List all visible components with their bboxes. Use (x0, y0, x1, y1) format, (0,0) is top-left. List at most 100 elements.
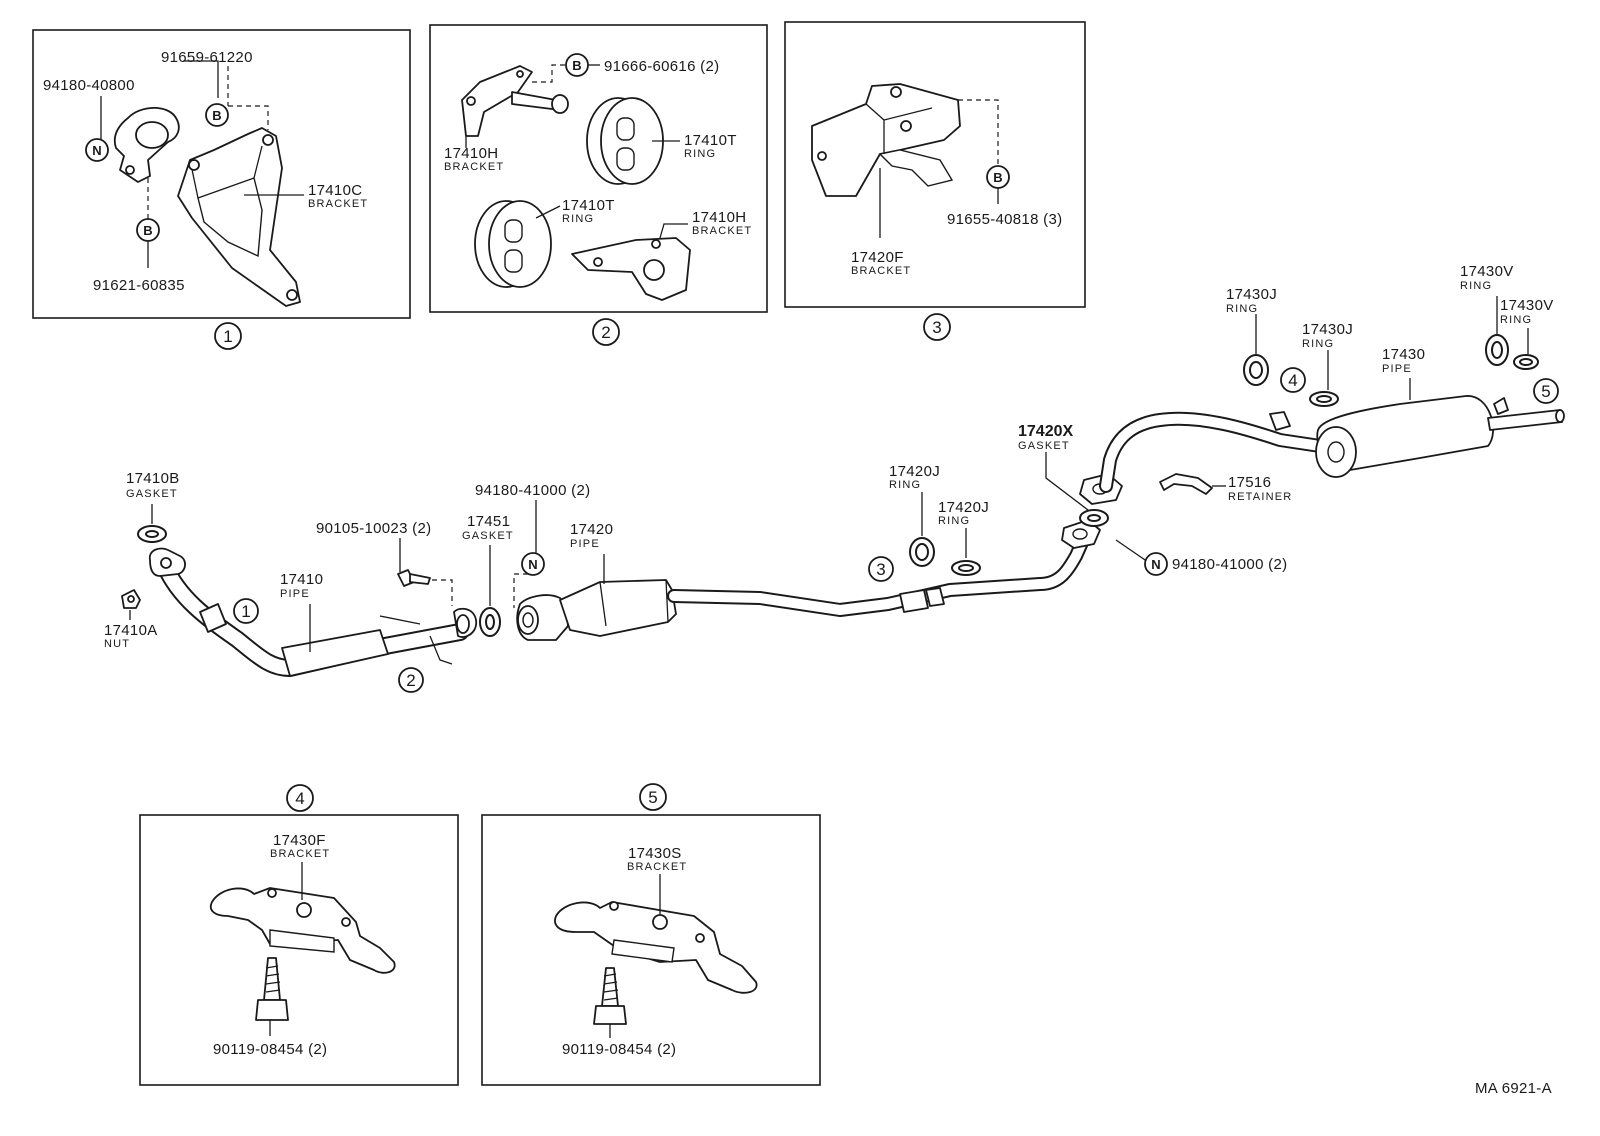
retainer-17516-artwork (1159, 473, 1213, 495)
name-17410B: GASKET (126, 488, 178, 500)
pipe-17420-artwork (516, 519, 1101, 641)
svg-text:N: N (92, 143, 101, 158)
name-17451: GASKET (462, 530, 514, 542)
box2-bracket-lower-artwork (571, 237, 691, 301)
ring-17430V-a-artwork (1485, 334, 1509, 366)
label-94180-40800: 94180-40800 (43, 77, 135, 94)
svg-text:1: 1 (223, 327, 232, 346)
label-17420F: 17420F (851, 249, 904, 266)
box4-bracket-17430F-artwork (209, 887, 396, 974)
name-17430: PIPE (1382, 363, 1412, 375)
gasket-17410B-artwork (137, 525, 167, 543)
detail-box-4 (139, 814, 459, 1086)
ring-17430J-a-artwork (1243, 354, 1269, 386)
name-17410H-b: BRACKET (692, 225, 752, 237)
group-marker-5-bottom: 5 (639, 783, 667, 811)
svg-text:2: 2 (406, 671, 415, 690)
label-17516: 17516 (1228, 474, 1271, 491)
label-17410H-a: 17410H (444, 145, 498, 162)
leader-91655-40818 (958, 99, 999, 166)
name-17430V-b: RING (1500, 314, 1532, 326)
name-17430F: BRACKET (270, 848, 330, 860)
label-90105-10023: 90105-10023 (2) (316, 520, 431, 537)
group-marker-5-main: 5 (1533, 378, 1559, 404)
leader-17420X (1045, 452, 1089, 511)
label-91666-60616: 91666-60616 (2) (604, 58, 719, 75)
label-17410A: 17410A (104, 622, 158, 639)
label-17430V-a: 17430V (1460, 263, 1514, 280)
svg-text:5: 5 (648, 788, 657, 807)
label-17430S: 17430S (628, 845, 682, 862)
name-17430J-a: RING (1226, 303, 1258, 315)
gasket-17420X-artwork (1079, 509, 1109, 527)
gasket-17451-artwork (479, 607, 501, 637)
label-17430: 17430 (1382, 346, 1425, 363)
name-17430V-a: RING (1460, 280, 1492, 292)
name-17410T-b: RING (562, 213, 594, 225)
badge-B-box2: B (565, 53, 589, 77)
box2-ring-upper-artwork (586, 97, 664, 185)
name-17420J-b: RING (938, 515, 970, 527)
badge-B-box3: B (986, 165, 1010, 189)
label-91621-60835: 91621-60835 (93, 277, 185, 294)
box5-bolt-artwork (593, 967, 627, 1038)
leader-94180-41000-b (1115, 539, 1149, 563)
box2-bracket-hanger-artwork (461, 65, 569, 137)
label-94180-41000-b: 94180-41000 (2) (1172, 556, 1287, 573)
detail-box-3 (784, 21, 1086, 308)
label-17420J-b: 17420J (938, 499, 989, 516)
label-17420: 17420 (570, 521, 613, 538)
label-91655-40818: 91655-40818 (3) (947, 211, 1062, 228)
svg-text:3: 3 (932, 318, 941, 337)
group-marker-4-main: 4 (1280, 367, 1306, 393)
ring-17420J-b-artwork (951, 560, 981, 576)
name-17410A: NUT (104, 638, 130, 650)
label-17420X: 17420X (1018, 423, 1073, 440)
name-17410T-a: RING (684, 148, 716, 160)
group-marker-2-top: 2 (592, 318, 620, 346)
ring-17430V-b-artwork (1513, 354, 1539, 370)
ring-17430J-b-artwork (1309, 391, 1339, 407)
label-17420J-a: 17420J (889, 463, 940, 480)
sheet-code: MA 6921-A (1475, 1080, 1552, 1097)
badge-N-main-left: N (521, 552, 545, 576)
box3-bracket-17420F-artwork (811, 83, 961, 197)
svg-text:4: 4 (1288, 371, 1297, 390)
group-marker-3-main: 3 (868, 556, 894, 582)
label-17410T-a: 17410T (684, 132, 737, 149)
label-17410C: 17410C (308, 182, 362, 199)
badge-N-box1: N (85, 138, 109, 162)
name-17420J-a: RING (889, 479, 921, 491)
svg-text:2: 2 (601, 323, 610, 342)
label-90119-08454-b: 90119-08454 (2) (562, 1041, 676, 1058)
svg-text:5: 5 (1541, 382, 1550, 401)
box1-bracket-17410C-artwork (177, 127, 301, 307)
svg-text:N: N (528, 557, 537, 572)
label-17430J-a: 17430J (1226, 286, 1277, 303)
label-17410H-b: 17410H (692, 209, 746, 226)
nut-17410A-artwork (121, 589, 141, 609)
label-91659-61220: 91659-61220 (161, 49, 253, 66)
detail-box-5 (481, 814, 821, 1086)
detail-box-2 (429, 24, 768, 313)
group-marker-1-top: 1 (214, 322, 242, 350)
leader-17410H-b (659, 223, 688, 239)
name-17420F: BRACKET (851, 265, 911, 277)
badge-N-main-right: N (1144, 552, 1168, 576)
box5-bracket-17430S-artwork (554, 901, 758, 994)
label-17430V-b: 17430V (1500, 297, 1554, 314)
name-17516: RETAINER (1228, 491, 1292, 503)
name-17410C: BRACKET (308, 198, 368, 210)
box2-ring-lower-artwork (474, 200, 552, 288)
leader-91659-61220 (227, 66, 269, 130)
label-17410: 17410 (280, 571, 323, 588)
box4-bolt-artwork (255, 957, 289, 1036)
name-17430J-b: RING (1302, 338, 1334, 350)
label-17410B: 17410B (126, 470, 180, 487)
ring-17420J-a-artwork (909, 537, 935, 567)
name-17430S: BRACKET (627, 861, 687, 873)
name-17420: PIPE (570, 538, 600, 550)
name-17410H-a: BRACKET (444, 161, 504, 173)
svg-text:B: B (572, 58, 581, 73)
